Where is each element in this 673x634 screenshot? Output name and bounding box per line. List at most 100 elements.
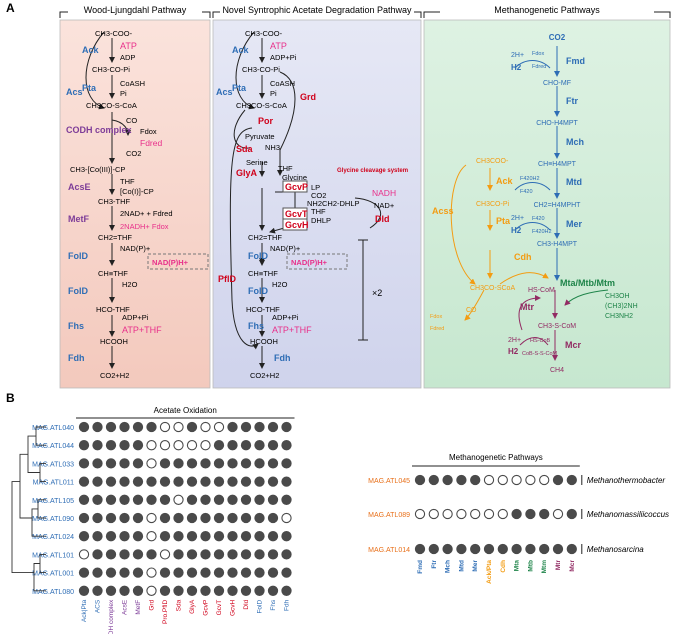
wood-nadp: NAD(P)+ — [120, 244, 151, 253]
meth-f420h2: F420H2 — [520, 176, 540, 182]
meth-dimethylamine: (CH3)2NH — [605, 303, 638, 310]
acetate-presence-dot — [200, 440, 211, 451]
meth-cho-h4mpt: CHO-H4MPT — [536, 120, 578, 127]
panel-b-letter: B — [6, 391, 15, 405]
acetate-presence-dot — [105, 440, 117, 451]
acetate-presence-dot — [159, 567, 171, 578]
meth-pathways-title: Methanogenetic Pathways — [449, 453, 543, 462]
meth-presence-dot — [414, 474, 426, 486]
meth-enzyme-mta: Mta/Mtb/Mtm — [560, 278, 615, 288]
wood-hcooh: HCOOH — [100, 337, 128, 346]
acetate-presence-dot — [281, 476, 292, 487]
meth-presence-dot — [511, 508, 522, 520]
meth-gene-label: Mtb — [527, 560, 534, 572]
wood-ljungdahl-panel — [59, 19, 211, 389]
meth-presence-dot — [511, 543, 522, 555]
acetate-presence-dot — [254, 476, 265, 487]
wood-fdox: Fdox — [140, 127, 157, 136]
wood-nadph: NAD(P)H+ — [152, 258, 189, 267]
synt-dhlp: DHLP — [311, 216, 331, 225]
wood-enzyme-fdh: Fdh — [68, 353, 85, 363]
synt-coash: CoASH — [270, 79, 295, 88]
meth-gene-label: Mtr — [555, 560, 562, 571]
acetate-presence-dot — [159, 494, 171, 505]
meth-mag-label: MAG.ATL014 — [368, 547, 410, 554]
meth-h2-b: H2 — [511, 226, 522, 235]
meth-ch3-h4mpt: CH3-H4MPT — [537, 241, 578, 248]
acetate-presence-dot — [240, 421, 252, 433]
acetate-gene-label: Dld — [243, 599, 250, 609]
acetate-presence-dot — [267, 512, 279, 524]
meth-enzyme-mtr: Mtr — [520, 302, 534, 312]
acetate-presence-dot — [267, 458, 279, 469]
acetate-presence-dot — [240, 494, 252, 505]
meth-presence-dot — [442, 474, 453, 486]
meth-methylamine: CH3NH2 — [605, 313, 633, 320]
acetate-presence-dot — [281, 421, 292, 433]
acetate-presence-dot — [186, 512, 198, 524]
synt-enzyme-glya: GlyA — [236, 168, 258, 178]
acetate-presence-dot — [227, 440, 238, 451]
meth-cob-s-s-com: CoB-S-S-CoM — [522, 351, 558, 357]
acetate-presence-dot — [281, 440, 292, 451]
wood-adp-pi: ADP+Pi — [122, 313, 149, 322]
wood-2nad: 2NAD+ + Fdred — [120, 209, 173, 218]
synt-enzyme-fdh: Fdh — [274, 353, 291, 363]
wood-fdred: Fdred — [140, 138, 162, 148]
acetate-presence-dot — [213, 476, 225, 487]
acetate-presence-dot — [281, 458, 292, 469]
acetate-mag-label: MAG.ATL001 — [32, 571, 74, 578]
acetate-presence-dot — [200, 549, 211, 560]
wood-2nadh: 2NADH+ Fdox — [120, 222, 169, 231]
acetate-presence-dot — [78, 476, 90, 487]
synt-glycine-cleavage-label: Glycine cleavage system — [337, 168, 408, 174]
wood-enzyme-fold-2: FolD — [68, 286, 88, 296]
acetate-gene-label: AcsE — [122, 599, 129, 615]
acetate-presence-dot — [92, 494, 103, 505]
wood-co: CO — [126, 116, 137, 125]
acetate-presence-dot — [254, 440, 265, 451]
acetate-presence-dot — [173, 585, 184, 596]
synt-enzyme-acs: Acs — [216, 87, 233, 97]
acetate-presence-dot — [78, 440, 90, 451]
acetate-presence-dot — [200, 476, 211, 487]
acetate-presence-dot — [146, 476, 157, 487]
acetate-presence-dot — [173, 421, 184, 433]
meth-fdox: Fdox — [532, 51, 544, 57]
synt-co2: CO2 — [311, 191, 326, 200]
acetate-gene-label: Sda — [176, 599, 183, 611]
acetate-presence-dot — [254, 512, 265, 524]
meth-presence-dot — [456, 474, 467, 486]
acetate-presence-dot — [186, 421, 198, 433]
acetate-mag-label: MAG.ATL101 — [32, 552, 74, 559]
wood-ch3-thf: CH3-THF — [98, 197, 130, 206]
acetate-presence-dot — [200, 421, 211, 433]
meth-presence-dot — [525, 508, 536, 520]
acetate-presence-dot — [281, 512, 292, 524]
meth-enzyme-cdh: Cdh — [514, 252, 532, 262]
synt-hco-thf: HCO-THF — [246, 305, 280, 314]
meth-h2: H2 — [511, 63, 522, 72]
acetate-presence-dot — [213, 512, 225, 524]
acetate-presence-dot — [92, 421, 103, 433]
acetate-presence-dot — [240, 512, 252, 524]
meth-2h-c: 2H+ — [508, 337, 521, 344]
acetate-presence-dot — [213, 421, 225, 433]
meth-gene-label: Mtd — [458, 560, 465, 572]
acetate-presence-dot — [119, 476, 130, 487]
acetate-presence-dot — [213, 549, 225, 560]
acetate-presence-dot — [105, 421, 117, 433]
syntrophic-pathway: CH3-COO- Ack ATP ADP+Pi CH3-CO-Pi Pta Co… — [216, 29, 408, 380]
synt-co2-h2: CO2+H2 — [250, 371, 279, 380]
acetate-presence-dot — [92, 476, 103, 487]
acetate-presence-dot — [267, 421, 279, 433]
meth-gene-label: Mta — [514, 560, 521, 572]
synt-thf: THF — [278, 164, 293, 173]
acetate-presence-dot — [132, 421, 144, 433]
acetate-presence-dot — [200, 567, 211, 578]
meth-presence-dot — [483, 474, 495, 486]
acetate-presence-dot — [119, 567, 130, 578]
acetate-gene-label: GcvH — [230, 599, 237, 616]
acetate-presence-dot — [132, 512, 144, 524]
